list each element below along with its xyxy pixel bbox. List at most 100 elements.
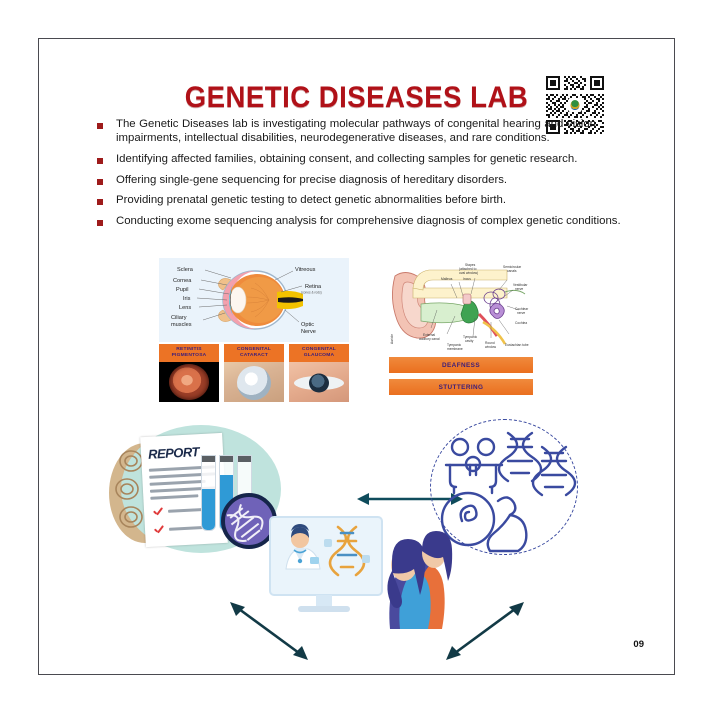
- ear-label-stapes: Stapes: [465, 263, 476, 267]
- ear-label-vestibular2: nerve: [515, 287, 523, 291]
- ear-label-round2: window: [485, 345, 497, 349]
- ear-label-external: External: [423, 333, 435, 337]
- page-title: GENETIC DISEASES LAB: [184, 81, 529, 114]
- eye-label-ciliary2: muscles: [171, 322, 192, 328]
- patient-couple: [387, 531, 453, 629]
- qr-code-matrix: [544, 74, 606, 136]
- condition-card-image: [159, 362, 219, 403]
- pill-deafness[interactable]: DEAFNESS: [389, 357, 533, 373]
- plus-badge-icon: [324, 539, 332, 547]
- ear-label-external2: auditory canal: [419, 337, 440, 341]
- qr-code[interactable]: [544, 74, 606, 136]
- condition-label-line2: CATARACT: [239, 353, 269, 359]
- eye-label-optic: Optic: [301, 322, 314, 328]
- list-item: Offering single-gene sequencing for prec…: [97, 173, 625, 187]
- bullet-square-icon: [97, 220, 103, 227]
- magnifier-dna-icon: [221, 493, 277, 549]
- bullet-text: Identifying affected families, obtaining…: [116, 152, 578, 165]
- condition-card[interactable]: CONGENITAL CATARACT: [224, 344, 284, 403]
- doctor-avatar: [285, 524, 321, 570]
- dna-helix-icon: [328, 525, 366, 577]
- condition-label-line2: GLAUCOMA: [303, 353, 335, 359]
- eye-label-sclera: Sclera: [177, 267, 194, 273]
- list-item: Providing prenatal genetic testing to de…: [97, 193, 625, 207]
- eye-label-lens: Lens: [179, 305, 191, 311]
- report-heading: REPORT: [147, 444, 200, 462]
- consult-graphic: [269, 516, 453, 629]
- ear-label-malleus: Malleus: [441, 277, 453, 281]
- condition-label-line1: CONGENITAL: [237, 346, 271, 352]
- condition-card-label: CONGENITAL CATARACT: [224, 344, 284, 363]
- bullet-square-icon: [97, 157, 103, 164]
- dna-strand-icon: [226, 503, 264, 542]
- ear-label-round: Round: [485, 341, 495, 345]
- plus-badge-icon: [362, 555, 370, 563]
- condition-card-image: [224, 362, 284, 403]
- qr-center-logo: [568, 98, 582, 112]
- list-item: Identifying affected families, obtaining…: [97, 152, 625, 166]
- ear-label-vestibular: Vestibular: [513, 283, 528, 287]
- ear-anatomy-graphic: Stapes (attached to oval window) Semicir…: [387, 258, 535, 356]
- ear-label-auricle: Auricle: [390, 334, 394, 344]
- bullet-text: The Genetic Diseases lab is investigatin…: [116, 118, 596, 145]
- eye-label-nerve: Nerve: [301, 329, 316, 335]
- eye-label-iris: Iris: [183, 296, 191, 302]
- workflow-infographic: REPORT: [39, 409, 674, 669]
- test-tube-icon: [201, 455, 216, 531]
- ear-label-cochlear: Cochlear: [515, 307, 529, 311]
- ear-label-semicircular: Semicircular: [503, 265, 522, 269]
- ear-label-tympanic-cavity2: cavity: [465, 339, 474, 343]
- eye-label-retina-sub: (cones & rods): [301, 291, 322, 295]
- condition-label-line1: RETINITIS: [176, 346, 202, 352]
- ear-label-incus: Incus: [463, 277, 471, 281]
- hearing-condition-list: DEAFNESS STUTTERING: [389, 357, 533, 401]
- ear-label-tympanic-membrane2: membrane: [447, 347, 463, 351]
- eye-label-pupil: Pupil: [176, 287, 188, 293]
- condition-label-line1: CONGENITAL: [302, 346, 336, 352]
- bullet-square-icon: [97, 123, 103, 129]
- condition-card[interactable]: RETINITIS PIGMENTOSA: [159, 344, 219, 403]
- ear-label-cochlear2: nerve: [517, 311, 525, 315]
- condition-card[interactable]: CONGENITAL GLAUCOMA: [289, 344, 349, 403]
- slide-frame: GENETIC DISEASES LAB: [38, 38, 675, 675]
- lab-report-illustration: REPORT: [109, 421, 294, 556]
- dashed-circle-outline: [430, 419, 578, 555]
- glaucoma-eye-photo: [289, 362, 349, 403]
- bullet-text: Offering single-gene sequencing for prec…: [116, 173, 508, 186]
- eye-label-vitreous: Vitreous: [295, 267, 316, 273]
- eye-label-ciliary: Ciliary: [171, 315, 187, 321]
- eye-label-cornea: Cornea: [173, 278, 192, 284]
- checkmark-icon: [154, 524, 163, 533]
- ear-label-stapes3: oval window): [459, 271, 478, 275]
- ear-label-stapes2: (attached to: [459, 267, 477, 271]
- pill-stuttering[interactable]: STUTTERING: [389, 379, 533, 395]
- list-item: Conducting exome sequencing analysis for…: [97, 214, 625, 228]
- condition-card-label: CONGENITAL GLAUCOMA: [289, 344, 349, 363]
- ear-anatomy-diagram: Stapes (attached to oval window) Semicir…: [387, 258, 535, 356]
- retinal-fundus-photo: [159, 362, 219, 403]
- eye-label-retina: Retina: [305, 284, 322, 290]
- eye-anatomy-graphic: Sclera Cornea Pupil Iris Lens Ciliary mu…: [159, 258, 349, 342]
- ear-label-tympanic-membrane: Tympanic: [447, 343, 461, 347]
- double-arrow-diagonal-right-icon: [446, 602, 524, 660]
- bullet-square-icon: [97, 199, 103, 206]
- ear-label-eustachian: Eustachian tube: [505, 343, 529, 347]
- checkmark-icon: [153, 506, 162, 515]
- bullet-list: The Genetic Diseases lab is investigatin…: [97, 117, 625, 235]
- double-arrow-diagonal-left-icon: [230, 602, 308, 660]
- page-number: 09: [633, 639, 644, 650]
- bullet-text: Providing prenatal genetic testing to de…: [116, 194, 507, 207]
- ear-label-semicircular2: canals: [507, 269, 517, 273]
- bullet-text: Conducting exome sequencing analysis for…: [116, 215, 621, 228]
- family-genetics-illustration: [424, 417, 584, 557]
- condition-label-line2: PIGMENTOSA: [171, 353, 207, 359]
- ear-label-cochlea: Cochlea: [515, 321, 527, 325]
- family-genetics-graphic: [440, 431, 577, 553]
- list-item: The Genetic Diseases lab is investigatin…: [97, 117, 625, 145]
- bullet-square-icon: [97, 178, 103, 185]
- condition-card-image: [289, 362, 349, 403]
- telemedicine-consult-illustration: [264, 509, 459, 664]
- condition-card-list: RETINITIS PIGMENTOSA CONGENITAL CATARACT…: [159, 344, 349, 403]
- ear-label-tympanic-cavity: Tympanic: [463, 335, 477, 339]
- condition-card-label: RETINITIS PIGMENTOSA: [159, 344, 219, 363]
